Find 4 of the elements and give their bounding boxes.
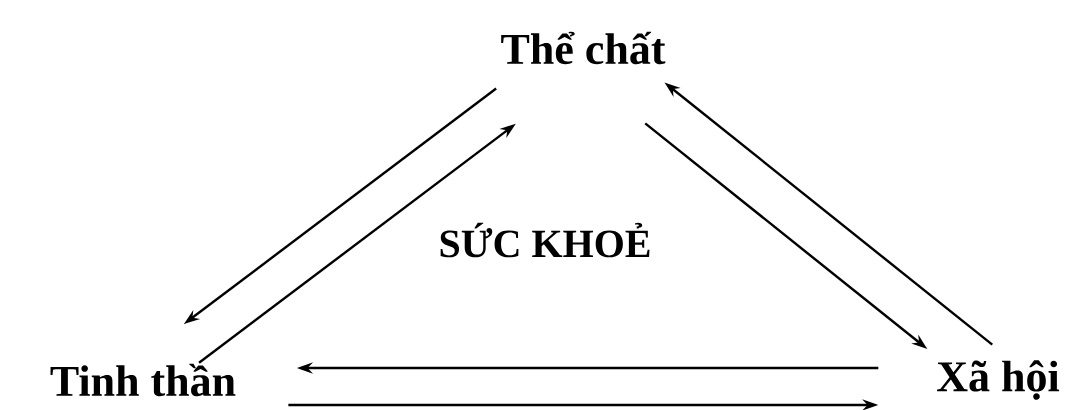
node-label: Xã hội [937, 360, 1060, 400]
node-label: Tinh thần [50, 363, 236, 397]
center-label: SỨC KHOẺ [440, 222, 650, 258]
node-label: Thể chất [501, 31, 666, 65]
